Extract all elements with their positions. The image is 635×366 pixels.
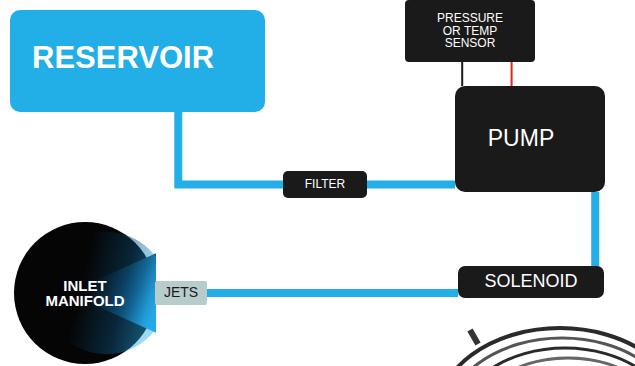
inlet-manifold-circle: INLET MANIFOLD — [14, 222, 156, 364]
node-label: RESERVOIR — [32, 41, 214, 75]
node-label: SOLENOID — [484, 272, 577, 292]
sensor-wire — [511, 62, 513, 86]
fluid-pipe — [207, 289, 458, 297]
hose-coil — [455, 348, 635, 366]
sensor-box: PRESSURE OR TEMP SENSOR — [405, 0, 535, 62]
hose-coil — [466, 358, 635, 366]
fluid-pipe — [178, 110, 283, 185]
hose-coil — [435, 328, 635, 366]
reservoir-tank: RESERVOIR — [10, 10, 265, 112]
node-label: INLET MANIFOLD — [37, 278, 133, 308]
hose-coil — [444, 338, 635, 366]
hose-clip — [470, 330, 478, 344]
fluid-pipe — [367, 181, 455, 189]
manifold-disc — [14, 222, 156, 364]
node-label: PRESSURE OR TEMP SENSOR — [431, 12, 509, 50]
node-label: FILTER — [305, 178, 345, 191]
solenoid-box: SOLENOID — [458, 266, 604, 298]
fluid-pipe — [591, 192, 599, 266]
node-label: PUMP — [488, 126, 554, 151]
filter-box: FILTER — [283, 171, 367, 198]
pump-box: PUMP — [455, 86, 605, 192]
node-label: JETS — [164, 285, 198, 300]
sensor-wire — [461, 62, 463, 86]
coiled-hose — [435, 328, 635, 366]
jets-box: JETS — [155, 281, 207, 305]
